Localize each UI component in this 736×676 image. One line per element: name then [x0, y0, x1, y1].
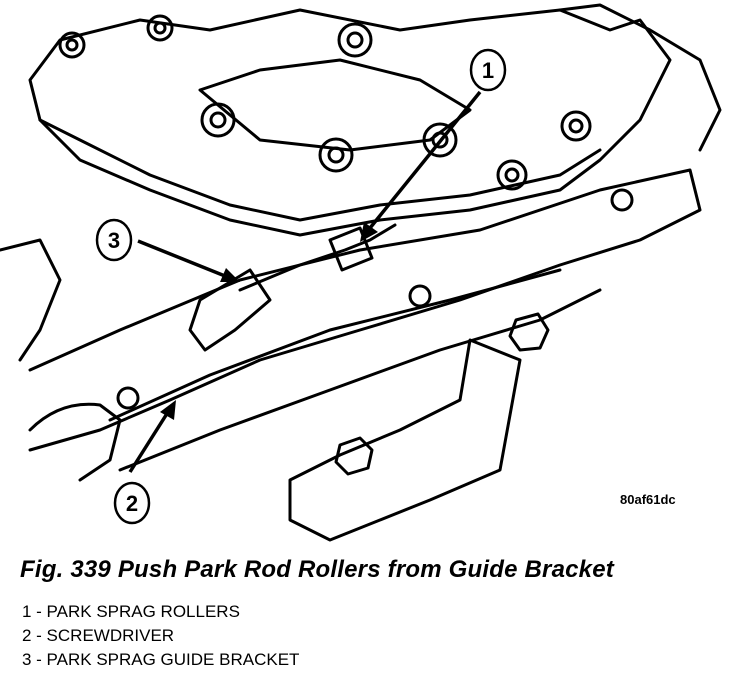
transmission-diagram: 1 3 2 — [0, 3, 722, 542]
lower-case-edge — [0, 238, 62, 362]
tool-handle — [28, 402, 122, 482]
legend: 1 - PARK SPRAG ROLLERS 2 - SCREWDRIVER 3… — [22, 600, 299, 672]
callout-1: 1 — [360, 48, 507, 242]
callout-2-number: 2 — [126, 491, 138, 516]
guide-bracket — [188, 268, 272, 352]
bolt-heads — [58, 14, 634, 410]
callout-2: 2 — [113, 400, 176, 525]
park-roller — [328, 226, 374, 272]
legend-item: 3 - PARK SPRAG GUIDE BRACKET — [22, 650, 300, 669]
callout-3: 3 — [95, 218, 240, 282]
legend-item: 1 - PARK SPRAG ROLLERS — [22, 602, 240, 621]
right-cover — [558, 3, 722, 152]
figure-caption: Fig. 339 Push Park Rod Rollers from Guid… — [20, 556, 614, 583]
legend-item: 2 - SCREWDRIVER — [22, 626, 175, 645]
figure-code: 80af61dc — [620, 492, 676, 507]
case-outline — [28, 8, 672, 237]
bracket-nut — [334, 436, 374, 476]
case-inner-rib — [198, 58, 472, 152]
park-rod — [238, 223, 397, 292]
rail-lower — [118, 288, 602, 472]
callout-3-number: 3 — [108, 228, 120, 253]
bracket-plate — [288, 338, 522, 542]
side-nut — [508, 312, 550, 352]
rail-upper — [108, 268, 562, 422]
callout-1-number: 1 — [482, 58, 494, 83]
case-flange — [38, 118, 602, 222]
